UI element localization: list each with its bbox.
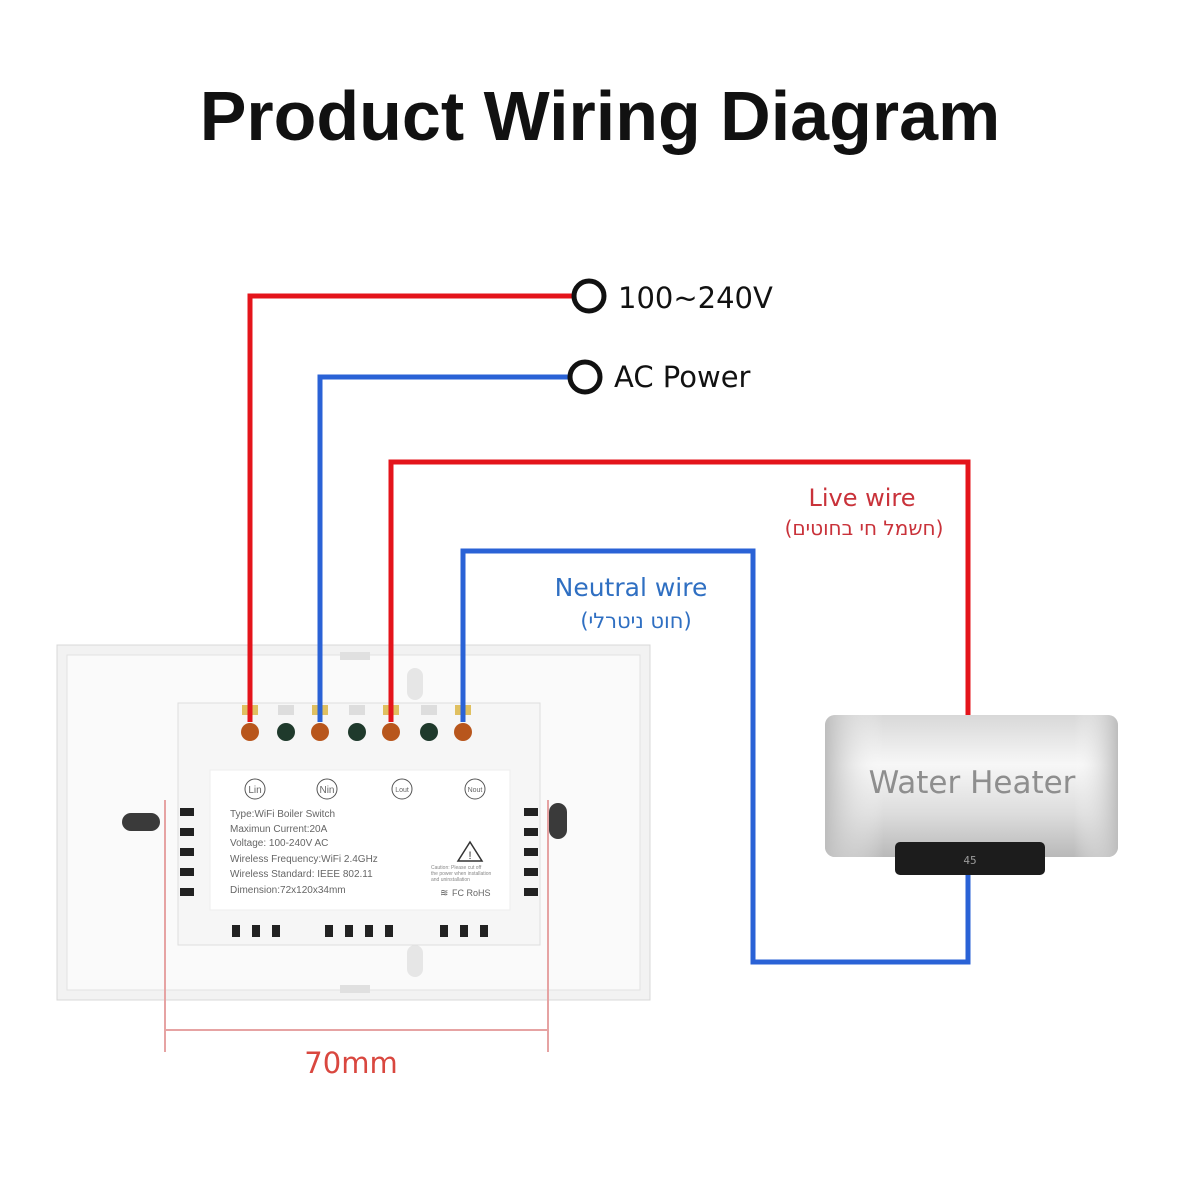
spec-voltage: Voltage: 100-240V AC bbox=[230, 838, 328, 849]
water-heater: Water Heater 45 bbox=[825, 715, 1118, 875]
spec-standard: Wireless Standard: IEEE 802.11 bbox=[230, 869, 373, 880]
certifications: FC RoHS bbox=[452, 888, 491, 898]
spec-label bbox=[209, 769, 511, 911]
terminal-nout bbox=[454, 723, 472, 741]
switch-plate: Lin Nin Lout Nout Type:WiFi Boiler Switc… bbox=[56, 644, 651, 1001]
terminal-lin bbox=[241, 723, 259, 741]
mount-slot-right bbox=[549, 803, 567, 839]
caution-line-1: Caution: Please cut off bbox=[431, 865, 482, 871]
neutral-wire-label-hebrew: (חוט ניטרלי) bbox=[580, 609, 691, 633]
mount-slot-left bbox=[122, 813, 160, 831]
caution-line-2: the power when installation bbox=[431, 871, 492, 877]
terminal-label-nin: Nin bbox=[319, 785, 334, 796]
terminal-lout bbox=[382, 723, 400, 741]
neutral-input-wire bbox=[317, 374, 570, 722]
heater-display-panel bbox=[895, 842, 1045, 875]
spec-dimension: Dimension:72x120x34mm bbox=[230, 885, 346, 896]
heater-display-readout: 45 bbox=[963, 854, 976, 867]
warning-icon: ! bbox=[456, 840, 484, 862]
live-wire-label-hebrew: (חשמל חי בחוטים) bbox=[785, 516, 944, 540]
page-title: Product Wiring Diagram bbox=[200, 77, 1001, 155]
spec-frequency: Wireless Frequency:WiFi 2.4GHz bbox=[230, 854, 378, 865]
terminal-label-lout: Lout bbox=[395, 787, 409, 794]
caution-line-3: and uninstallation bbox=[431, 877, 470, 883]
live-wire-label: Live wire bbox=[808, 484, 915, 512]
voltage-label: 100~240V bbox=[618, 281, 773, 315]
dimension-marker bbox=[164, 800, 549, 1052]
live-output-wire bbox=[388, 459, 971, 722]
water-heater-label: Water Heater bbox=[869, 765, 1076, 801]
power-terminal-live bbox=[571, 278, 607, 314]
terminal-label-nout: Nout bbox=[468, 787, 483, 794]
terminal-nin bbox=[311, 723, 329, 741]
ac-power-label: AC Power bbox=[614, 360, 751, 394]
dimension-label: 70mm bbox=[304, 1046, 397, 1080]
neutral-wire-label: Neutral wire bbox=[555, 573, 708, 602]
wifi-icon: ≋ bbox=[440, 888, 448, 899]
svg-text:!: ! bbox=[468, 850, 471, 862]
spec-current: Maximun Current:20A bbox=[230, 824, 328, 835]
terminal-labels: Lin Nin Lout Nout bbox=[244, 778, 486, 800]
live-input-wire bbox=[247, 293, 575, 722]
power-terminal-neutral bbox=[567, 359, 603, 395]
neutral-output-wire bbox=[460, 548, 971, 965]
spec-type: Type:WiFi Boiler Switch bbox=[230, 809, 335, 820]
terminal-label-lin: Lin bbox=[248, 785, 261, 796]
